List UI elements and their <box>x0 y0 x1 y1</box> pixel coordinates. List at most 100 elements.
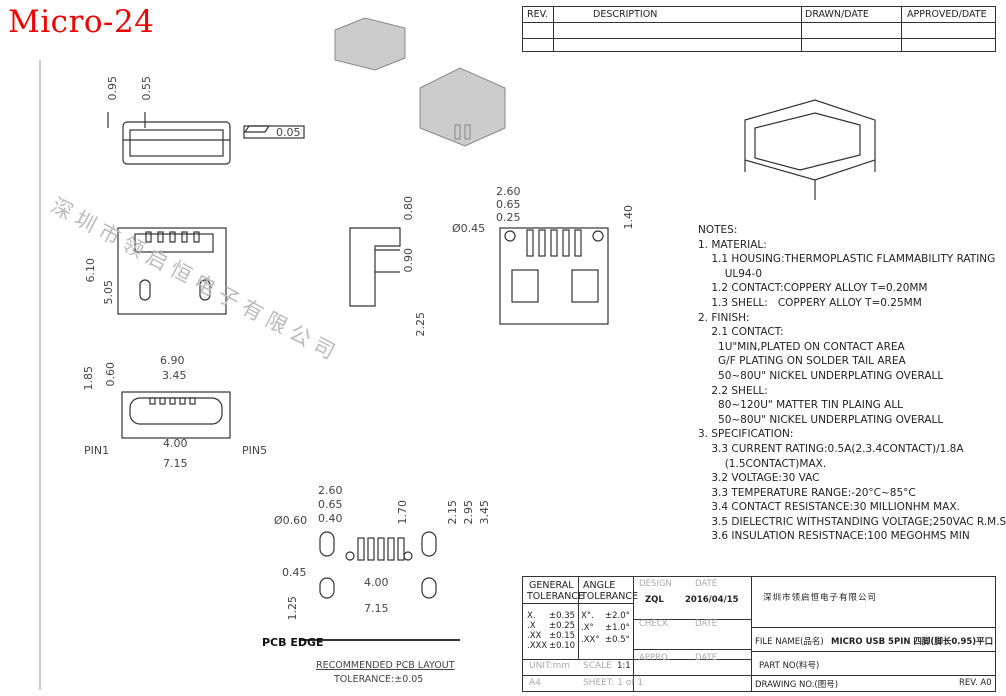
check-label: CHECK <box>639 619 669 629</box>
tol-row-3-key: .XXX <box>527 641 548 651</box>
tol-row-0-key: X. <box>527 611 536 621</box>
tol-row-1-val: ±0.25 <box>549 621 576 631</box>
dim-045: 0.45 <box>282 566 307 579</box>
tol-row-0-val: ±0.35 <box>549 611 576 621</box>
dim-215: 2.15 <box>446 500 459 525</box>
design-date: 2016/04/15 <box>685 595 739 605</box>
tolerance-label: TOLERANCE <box>527 591 585 602</box>
dim-400a: 4.00 <box>163 437 188 450</box>
note-line: NOTES: <box>698 224 738 236</box>
notes-block: NOTES: 1. MATERIAL: 1.1 HOUSING:THERMOPL… <box>698 223 1006 544</box>
design-label: DESIGN <box>639 579 672 589</box>
pcb-edge-label: PCB EDGE <box>262 636 324 649</box>
dim-400b: 4.00 <box>364 576 389 589</box>
note-line: 50~80U" NICKEL UNDERPLATING OVERALL <box>698 413 944 426</box>
note-line: 3.3 CURRENT RATING:0.5A(2.3.4CONTACT)/1.… <box>698 442 964 455</box>
note-line: 3. SPECIFICATION: <box>698 428 794 441</box>
dim-005: 0.05 <box>276 126 301 139</box>
dim-055: 0.55 <box>140 76 153 101</box>
note-line: 3.4 CONTACT RESISTANCE:30 MILLIONHM MAX. <box>698 501 960 514</box>
appro-label: APPRO. <box>639 653 671 663</box>
ang-row-1-key: .X° <box>581 623 594 633</box>
ang-row-0-val: ±2.0° <box>605 611 630 621</box>
tol-row-2-key: .XX <box>527 631 542 641</box>
drawing-title: Micro-24 <box>8 4 155 40</box>
unit-label: UNIT:mm <box>529 661 571 671</box>
note-line: G/F PLATING ON SOLDER TAIL AREA <box>698 355 906 368</box>
note-line: (1.5CONTACT)MAX. <box>698 457 827 470</box>
general-label: GENERAL <box>529 580 574 591</box>
file-name-value: MICRO USB 5PIN 四脚(脚长0.95)平口 <box>831 637 994 647</box>
approved-date-header: APPROVED/DATE <box>907 9 987 20</box>
note-line: 1U"MIN,PLATED ON CONTACT AREA <box>698 340 905 353</box>
title-block: GENERAL TOLERANCE ANGLE TOLERANCE X. ±0.… <box>522 576 996 692</box>
tol-row-2-val: ±0.15 <box>549 631 576 641</box>
dim-080: 0.80 <box>402 196 415 221</box>
note-line: 1.2 CONTACT:COPPERY ALLOY T=0.20MM <box>698 282 928 295</box>
dim-090: 0.90 <box>402 248 415 273</box>
dim-715a: 7.15 <box>163 457 188 470</box>
note-line: 3.5 DIELECTRIC WITHSTANDING VOLTAGE;250V… <box>698 515 1006 528</box>
dim-170: 1.70 <box>396 500 409 525</box>
note-line: 3.6 INSULATION RESISTNACE:100 MEGOHMS MI… <box>698 530 970 543</box>
recommended-layout-label: RECOMMENDED PCB LAYOUT <box>316 660 455 671</box>
dim-690: 6.90 <box>160 354 185 367</box>
ang-row-1-val: ±1.0° <box>605 623 630 633</box>
revision-block: REV. DESCRIPTION DRAWN/DATE APPROVED/DAT… <box>522 6 996 52</box>
file-name-label: FILE NAME(品名) <box>755 637 824 647</box>
dim-505: 5.05 <box>102 280 115 305</box>
pin1-label: PIN1 <box>84 444 110 457</box>
note-line: 1.1 HOUSING:THERMOPLASTIC FLAMMABILITY R… <box>698 253 996 266</box>
note-line: UL94-0 <box>698 267 763 280</box>
tol-row-3-val: ±0.10 <box>549 641 576 651</box>
dim-345a: 3.45 <box>162 369 187 382</box>
angle-tolerance-label: TOLERANCE <box>581 591 639 602</box>
dim-345b: 3.45 <box>478 500 491 525</box>
dim-040: 0.40 <box>318 512 343 525</box>
rev-header: REV. <box>527 9 548 20</box>
dim-060-dia: Ø0.60 <box>274 514 308 527</box>
revision-value: REV. A0 <box>959 678 992 688</box>
ang-row-2-key: .XX° <box>581 635 600 645</box>
note-line: 50~80U" NICKEL UNDERPLATING OVERALL <box>698 369 944 382</box>
company-name: 深圳市领启恒电子有限公司 <box>763 593 878 603</box>
dim-125: 1.25 <box>286 596 299 621</box>
pin5-label: PIN5 <box>242 444 268 457</box>
note-line: 1.3 SHELL: COPPERY ALLOY T=0.25MM <box>698 296 922 309</box>
dim-260a: 2.60 <box>496 185 521 198</box>
angle-label: ANGLE <box>583 580 616 591</box>
appro-date-label: DATE <box>695 653 718 663</box>
tol-row-1-key: .X <box>527 621 536 631</box>
dim-095: 0.95 <box>106 76 119 101</box>
note-line: 3.2 VOLTAGE:30 VAC <box>698 472 820 485</box>
dim-225: 2.25 <box>414 312 427 337</box>
design-date-label: DATE <box>695 579 718 589</box>
ang-row-0-key: X°. <box>581 611 594 621</box>
dim-260b: 2.60 <box>318 484 343 497</box>
dim-295: 2.95 <box>462 500 475 525</box>
dim-065b: 0.65 <box>318 498 343 511</box>
scale-value: 1:1 <box>617 661 631 671</box>
sheet-label: SHEET: 1 of 1 <box>583 678 644 688</box>
dim-045-dia: Ø0.45 <box>452 222 486 235</box>
dim-140: 1.40 <box>622 205 635 230</box>
note-line: 3.3 TEMPERATURE RANGE:-20°C~85°C <box>698 486 916 499</box>
scale-label: SCALE <box>583 661 612 671</box>
designer-name: ZQL <box>645 595 664 605</box>
dim-060: 0.60 <box>104 362 117 387</box>
layout-tolerance: TOLERANCE:±0.05 <box>334 674 424 685</box>
check-date-label: DATE <box>695 619 718 629</box>
note-line: 2. FINISH: <box>698 311 750 324</box>
note-line: 2.2 SHELL: <box>698 384 768 397</box>
ang-row-2-val: ±0.5° <box>605 635 630 645</box>
description-header: DESCRIPTION <box>593 9 658 20</box>
dim-025: 0.25 <box>496 211 521 224</box>
drawing-no-label: DRAWING NO.(图号) <box>755 680 839 690</box>
drawn-date-header: DRAWN/DATE <box>805 9 869 20</box>
dim-610: 6.10 <box>84 258 97 283</box>
note-line: 80~120U" MATTER TIN PLAING ALL <box>698 399 904 412</box>
dim-715b: 7.15 <box>364 602 389 615</box>
dim-185: 1.85 <box>82 366 95 391</box>
part-no-label: PART NO(料号) <box>759 661 820 671</box>
